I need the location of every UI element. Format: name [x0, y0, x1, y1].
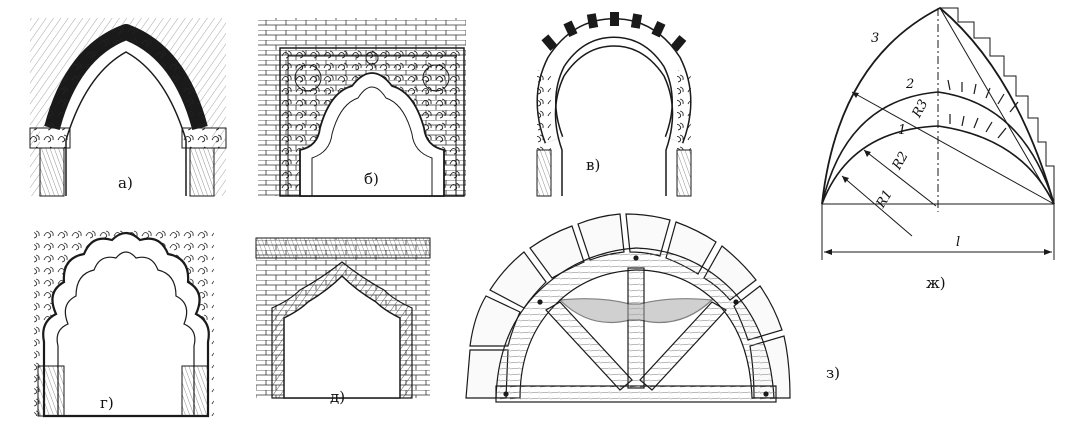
curve-label-3: 3 [871, 31, 879, 46]
panel-a-pointed-arch: а) [29, 18, 227, 197]
radius-label-r1: R1 [873, 187, 896, 211]
panel-d-keel-arch: д) [255, 237, 431, 406]
panel-v-label: в) [586, 156, 600, 174]
voussoir-blocks [541, 12, 687, 52]
panel-a-label: а) [118, 174, 133, 192]
hatch-ticks [947, 79, 1019, 139]
panel-z-arch-centering: з) [465, 213, 840, 403]
panel-g-label: г) [100, 394, 114, 412]
timber-frame [495, 247, 777, 403]
panel-z-label: з) [826, 364, 840, 382]
wall-hatching [939, 7, 1055, 205]
curve-3 [821, 6, 1055, 205]
curve-label-2: 2 [905, 77, 914, 92]
radius-label-r2: R2 [889, 149, 912, 173]
span-label: l [956, 235, 960, 250]
curve-label-1: 1 [898, 123, 906, 138]
panel-b-framed-arch: б) [258, 18, 466, 197]
panel-zh-arch-geometry: 3 2 1 R3 R2 R1 l ж) [821, 6, 1055, 292]
panel-b-label: б) [364, 170, 379, 188]
panel-d-label: д) [330, 388, 345, 406]
panel-zh-label: ж) [926, 274, 946, 292]
panel-g-multifoil-arch: г) [34, 228, 214, 418]
panel-v-horseshoe-arch: в) [535, 12, 693, 197]
radius-label-r3: R3 [909, 97, 931, 121]
